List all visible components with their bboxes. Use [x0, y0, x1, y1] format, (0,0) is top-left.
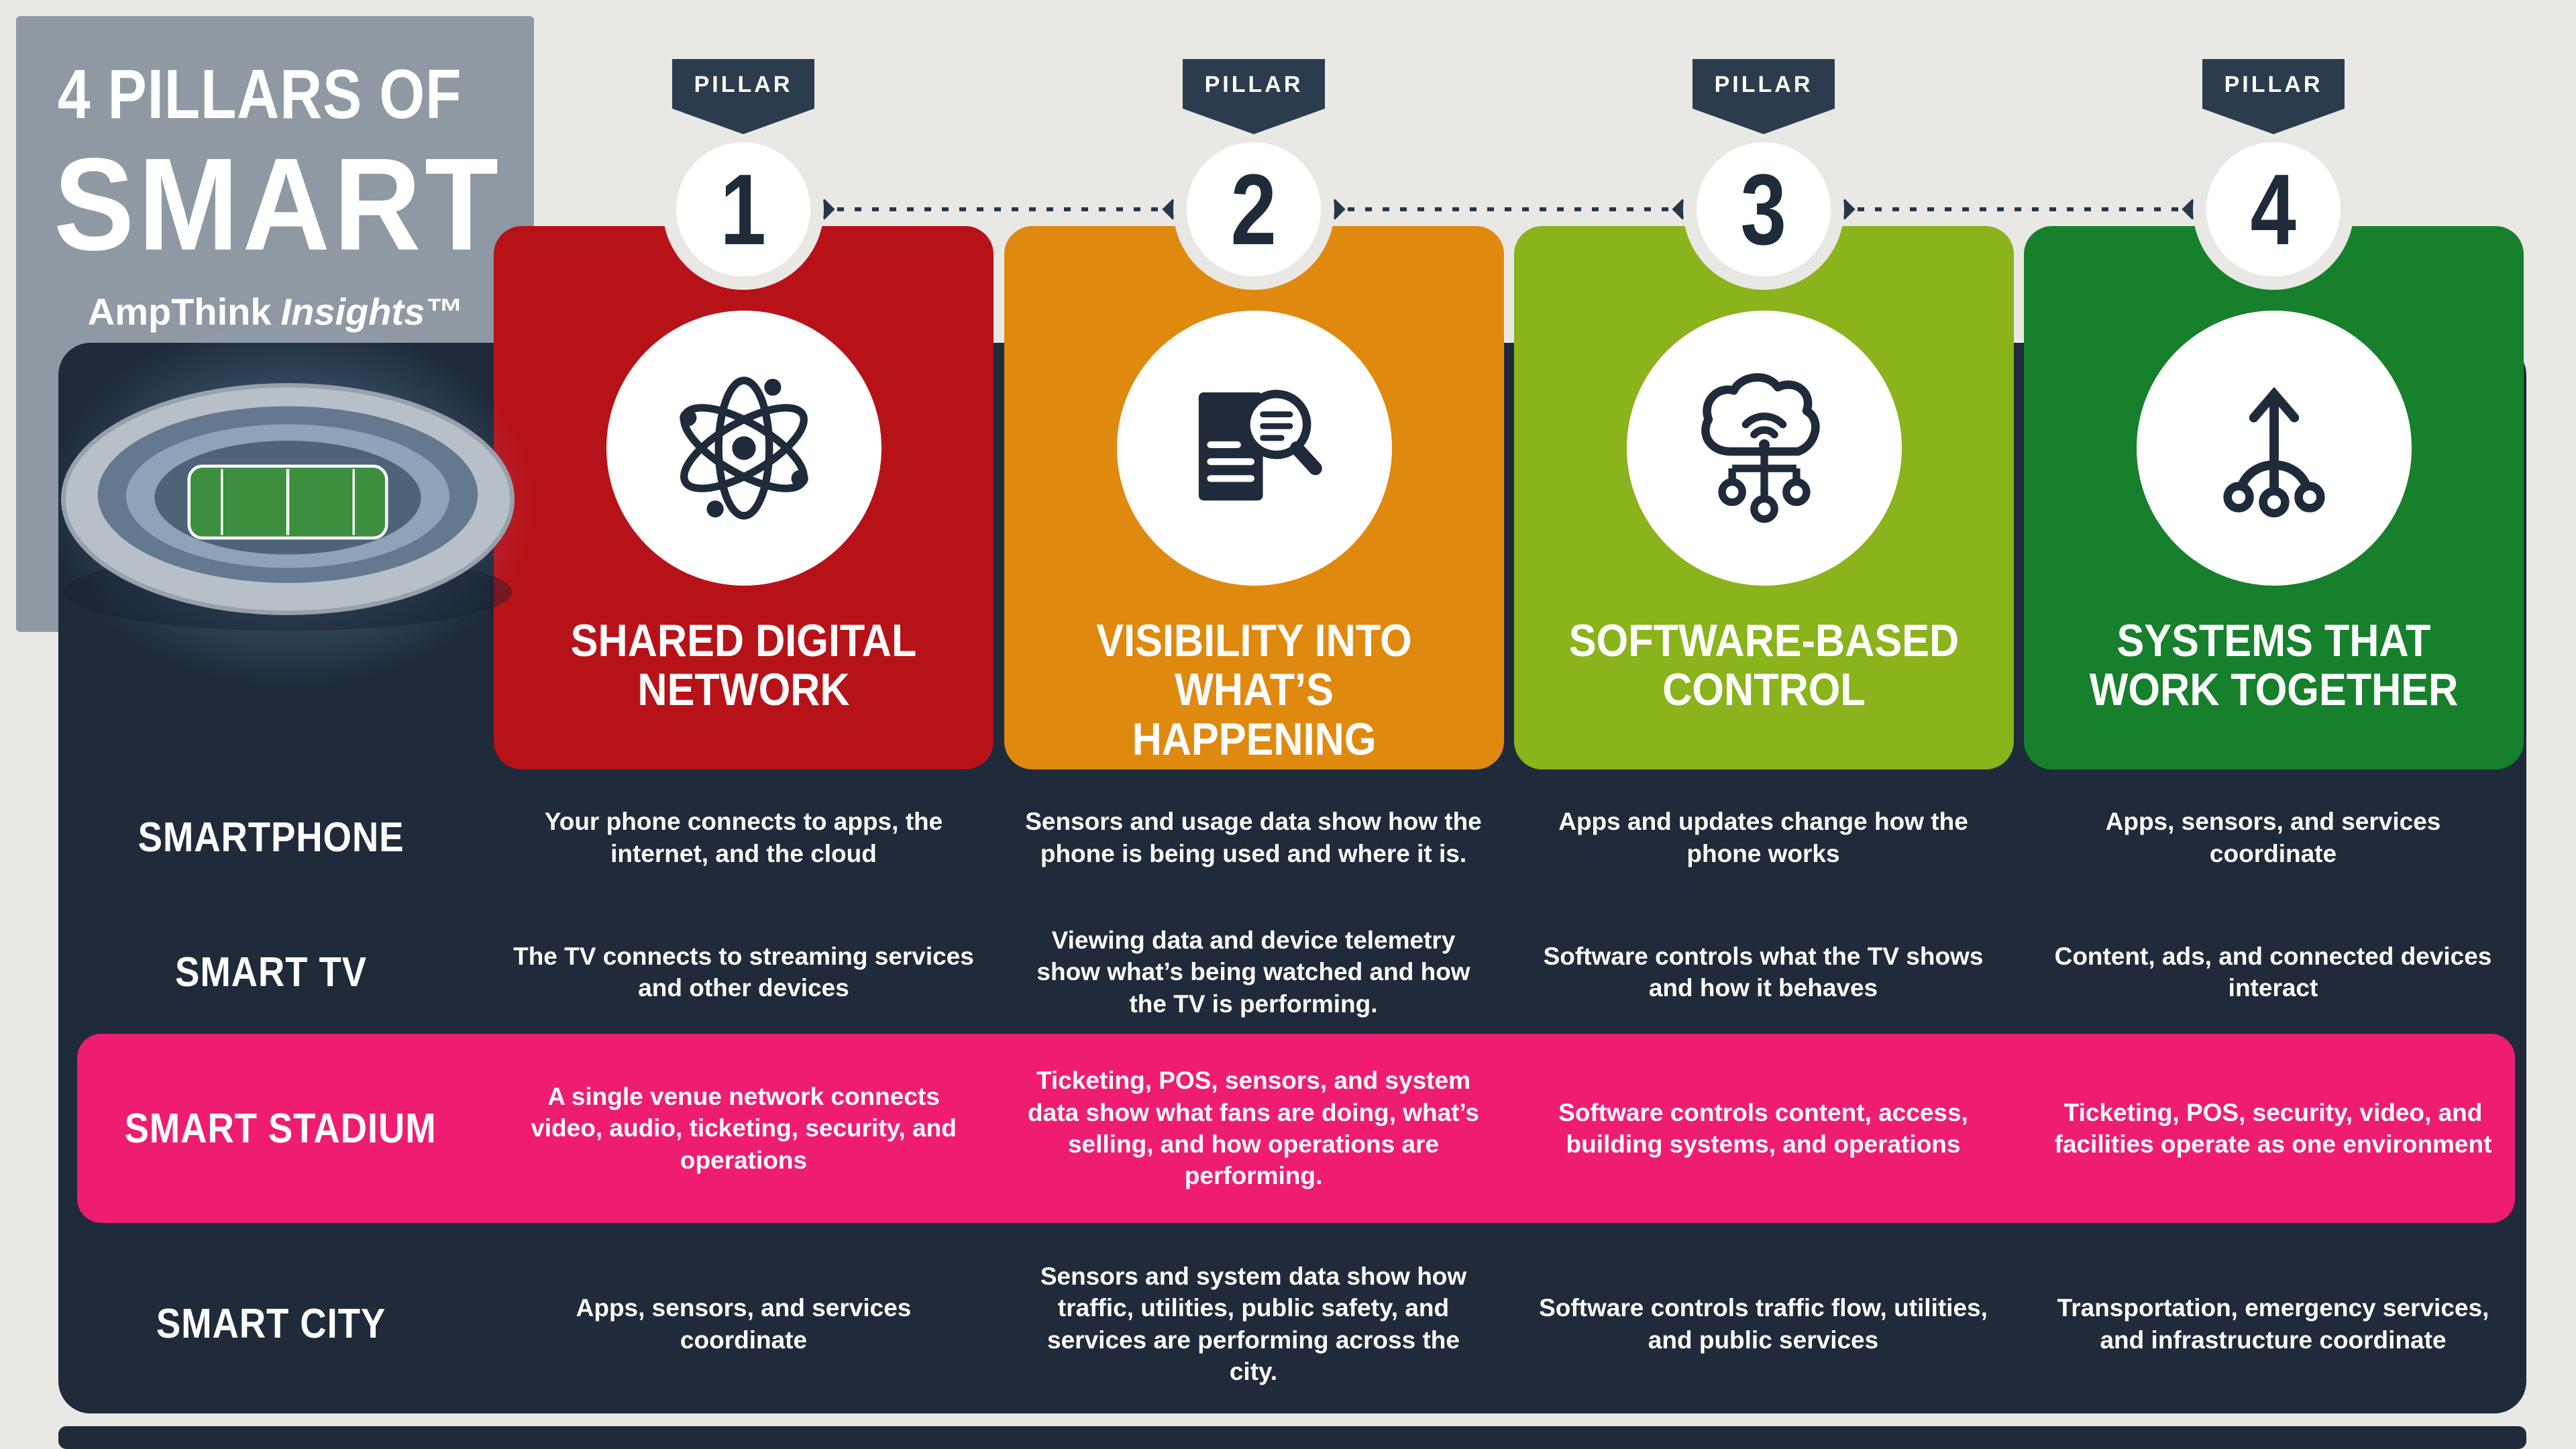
brand-suffix: Insights™ — [280, 290, 463, 333]
cell-smartphone-pillar1: Your phone connects to apps, the interne… — [544, 808, 943, 867]
cell-smartphone-pillar4: Apps, sensors, and services coordinate — [2105, 808, 2441, 867]
pillar-2-icon-circle — [1116, 311, 1392, 586]
row-smart-stadium: SMART STADIUM A single venue network con… — [77, 1034, 2515, 1223]
row-smart-city: SMART CITY Apps, sensors, and services c… — [58, 1245, 2523, 1403]
page-title-line2: SMART — [54, 131, 502, 278]
pillar-1-ribbon: PILLAR — [672, 59, 814, 134]
cell-smart-stadium-pillar4: Ticketing, POS, security, video, and fac… — [2054, 1098, 2492, 1158]
row-smartphone: SMARTPHONE Your phone connects to apps, … — [58, 775, 2523, 900]
pillar-card-3: SOFTWARE-BASED CONTROL — [1514, 226, 2014, 769]
cell-smart-stadium-pillar2: Ticketing, POS, sensors, and system data… — [1028, 1067, 1479, 1190]
pillar-4-number-circle: 4 — [2206, 142, 2341, 276]
pillar-3-icon-circle — [1626, 311, 1902, 586]
cell-smart-city-pillar4: Transportation, emergency services, and … — [2057, 1294, 2489, 1354]
pillar-4-icon-circle — [2136, 311, 2412, 586]
connector-1-2 — [814, 199, 1183, 220]
cell-smart-stadium-pillar3: Software controls content, access, build… — [1558, 1098, 1968, 1158]
pillar-card-4: SYSTEMS THAT WORK TOGETHER — [2024, 226, 2524, 769]
pillar-4-number: 4 — [2250, 152, 2297, 266]
pillar-1-icon-circle — [606, 311, 881, 586]
cell-smart-tv-pillar3: Software controls what the TV shows and … — [1543, 942, 1984, 1002]
brand-name: AmpThink — [87, 290, 272, 333]
page-title-line1: 4 PILLARS OF — [58, 56, 462, 133]
cell-smart-tv-pillar4: Content, ads, and connected devices inte… — [2054, 942, 2492, 1002]
connector-2-3 — [1324, 199, 1693, 220]
document-magnifier-icon — [1198, 390, 1322, 501]
row-label-smart-tv: SMART TV — [175, 949, 367, 996]
pillar-3-title: SOFTWARE-BASED CONTROL — [1568, 615, 1960, 716]
row-label-smart-city: SMART CITY — [156, 1301, 386, 1347]
pillar-3-number-circle: 3 — [1697, 142, 1831, 276]
cell-smart-city-pillar3: Software controls traffic flow, utilitie… — [1539, 1294, 1988, 1354]
network-atom-icon — [679, 376, 808, 520]
row-label-smartphone: SMARTPHONE — [138, 814, 405, 861]
pillar-2-number-circle: 2 — [1187, 142, 1321, 276]
cloud-control-icon — [1701, 373, 1820, 523]
pillar-4-title: SYSTEMS THAT WORK TOGETHER — [2089, 615, 2459, 716]
pillar-1-number-circle: 1 — [676, 142, 810, 276]
merge-arrows-icon — [2222, 386, 2325, 518]
cell-smart-tv-pillar1: The TV connects to streaming services an… — [513, 942, 974, 1002]
pillar-3-ribbon: PILLAR — [1693, 59, 1835, 134]
pillar-card-2: VISIBILITY INTO WHAT’S HAPPENING — [1004, 226, 1504, 769]
row-label-smart-stadium: SMART STADIUM — [124, 1105, 437, 1152]
pillar-3-ribbon-label: PILLAR — [1714, 72, 1813, 97]
cell-smartphone-pillar3: Apps and updates change how the phone wo… — [1558, 808, 1968, 867]
cell-smart-stadium-pillar1: A single venue network connects video, a… — [531, 1082, 957, 1174]
stadium-image — [60, 383, 515, 631]
connector-3-4 — [1834, 199, 2203, 220]
pillar-2-ribbon: PILLAR — [1183, 59, 1325, 134]
footer-bar — [58, 1426, 2526, 1449]
pillar-4-ribbon: PILLAR — [2202, 59, 2345, 134]
pillar-1-title: SHARED DIGITAL NETWORK — [570, 615, 917, 716]
cell-smart-tv-pillar2: Viewing data and device telemetry show w… — [1036, 926, 1470, 1018]
cell-smart-city-pillar1: Apps, sensors, and services coordinate — [576, 1294, 912, 1354]
pillar-2-ribbon-label: PILLAR — [1204, 72, 1303, 97]
pillar-4-ribbon-label: PILLAR — [2224, 72, 2323, 97]
cell-smart-city-pillar2: Sensors and system data show how traffic… — [1040, 1262, 1467, 1385]
cell-smartphone-pillar2: Sensors and usage data show how the phon… — [1025, 808, 1482, 867]
pillar-2-title: VISIBILITY INTO WHAT’S HAPPENING — [1096, 615, 1412, 765]
row-smart-tv: SMART TV The TV connects to streaming se… — [58, 905, 2523, 1039]
pillar-3-number: 3 — [1740, 152, 1787, 266]
pillar-card-1: SHARED DIGITAL NETWORK — [494, 226, 994, 769]
pillar-1-number: 1 — [720, 152, 767, 266]
pillar-2-number: 2 — [1230, 152, 1277, 266]
pillar-1-ribbon-label: PILLAR — [694, 72, 793, 97]
